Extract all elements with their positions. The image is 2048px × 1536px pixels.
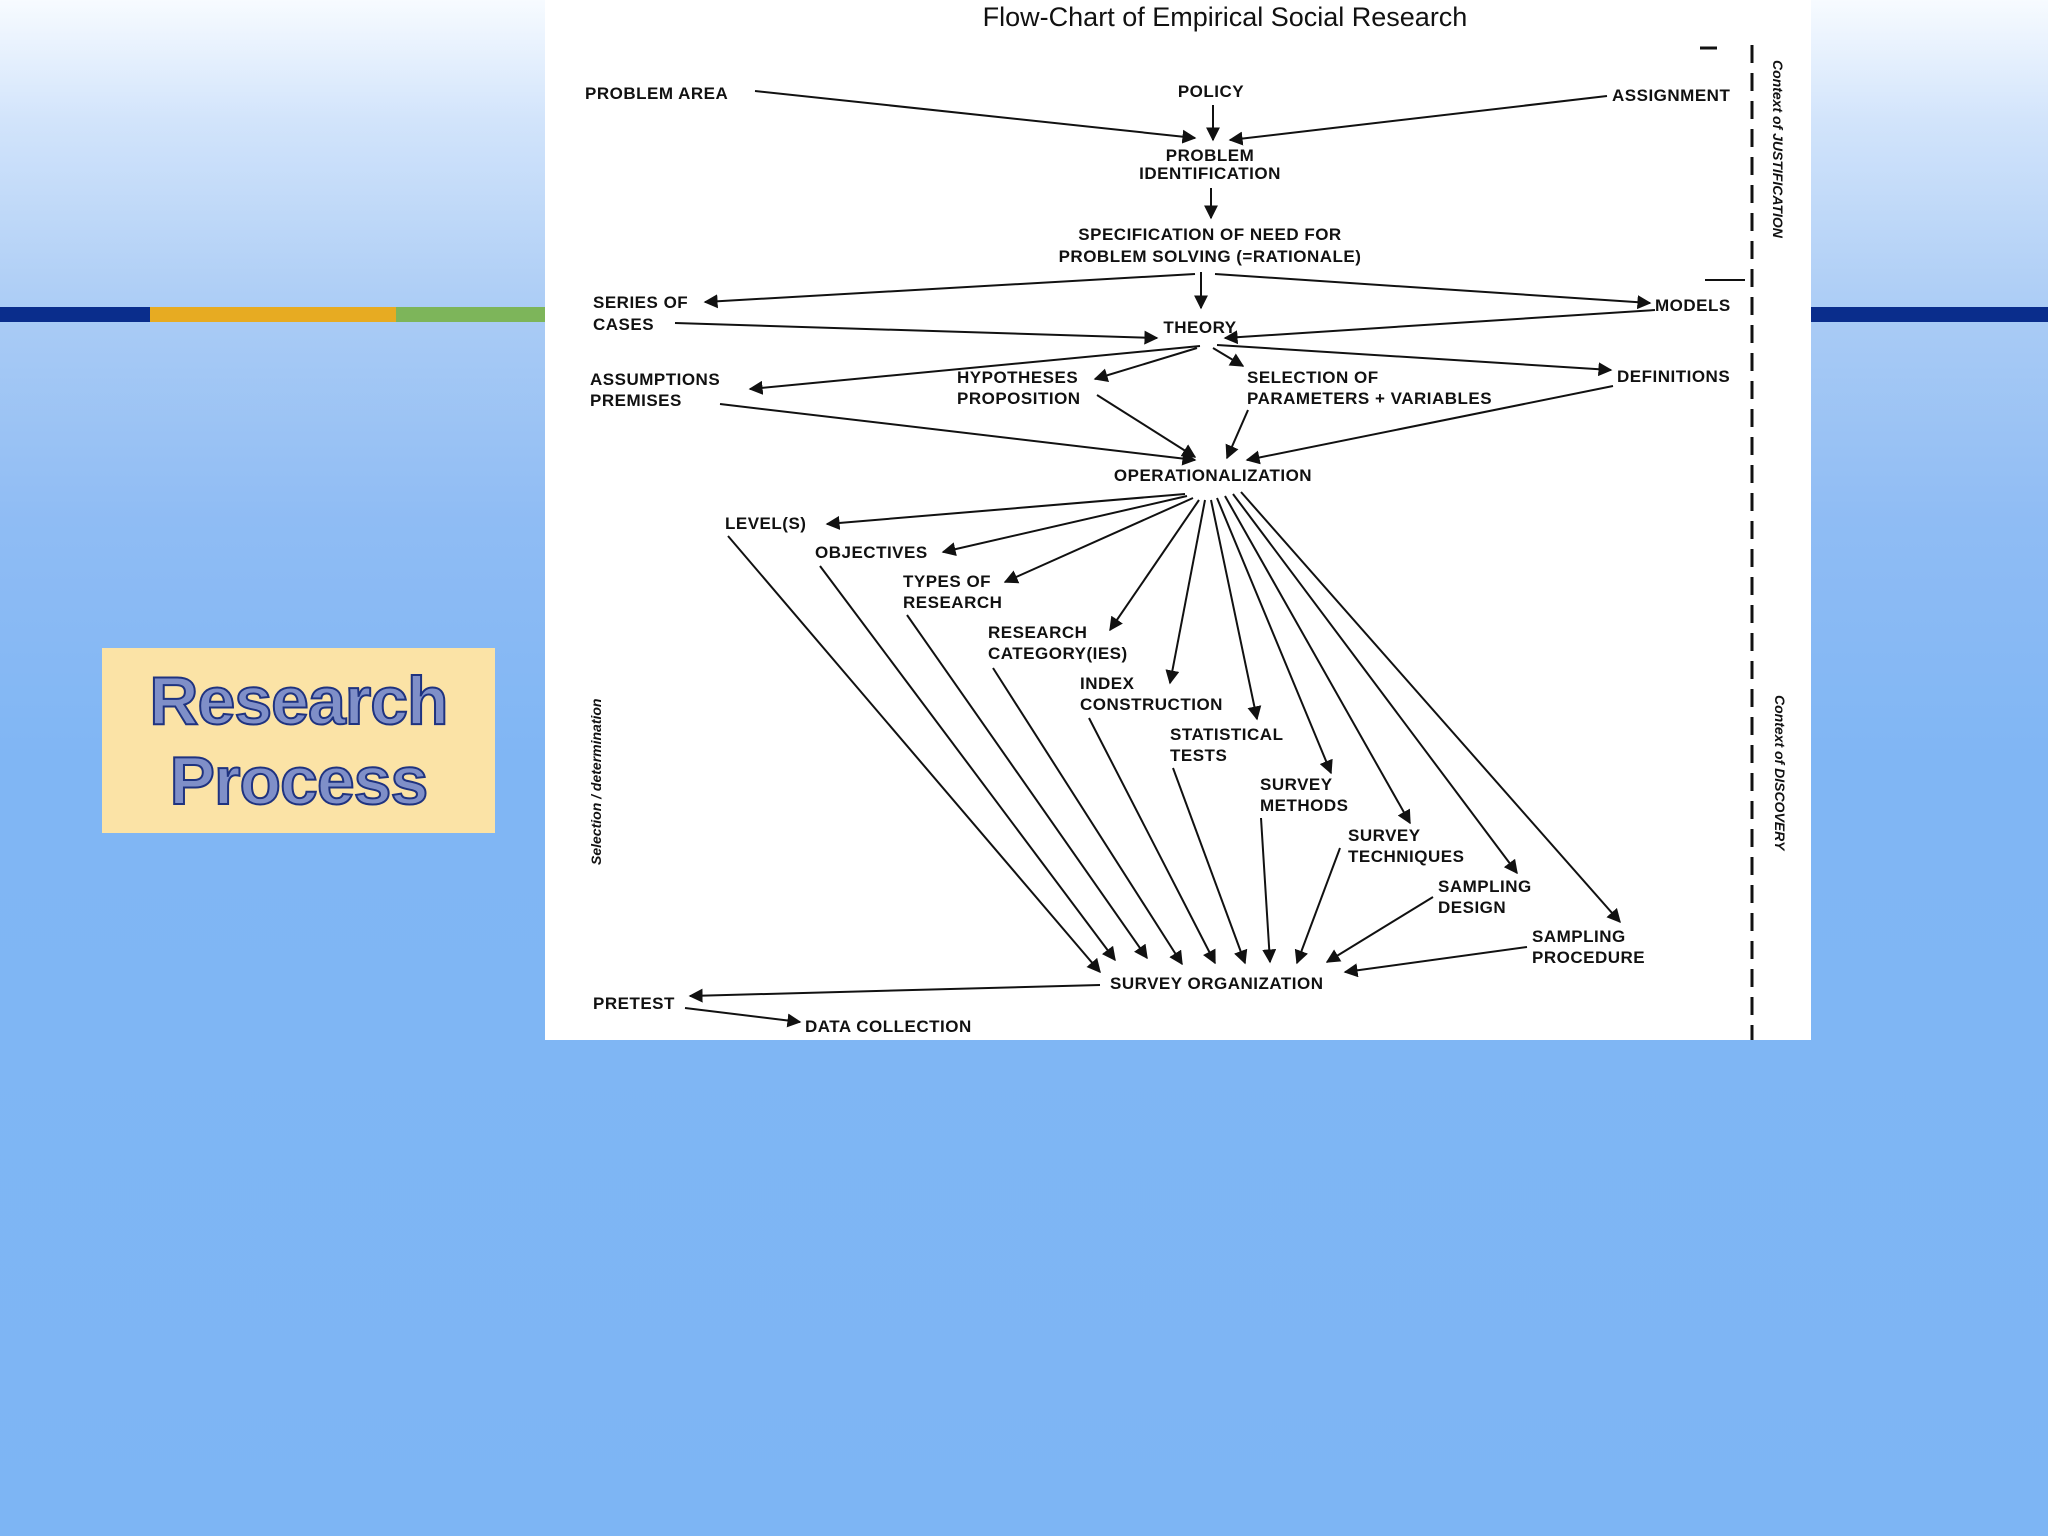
arrow-problem-area-to-identification [754,90,1197,144]
arrow-survey-to-pretest [688,984,1101,1003]
flowchart-scan-image: Flow-Chart of Empirical Social Research … [545,0,1811,1040]
node-definitions: DEFINITIONS [1617,367,1730,386]
node-levels: LEVEL(S) [725,514,806,533]
node-survey-techniques-line-1: SURVEY [1348,826,1421,845]
arrow-hypotheses-to-operationalization [1096,394,1197,458]
arrow-operationalization-to-types [1003,497,1194,584]
flowchart-diagram: Flow-Chart of Empirical Social Research … [585,2,1788,1040]
arrow-selection-to-operationalization [1225,409,1249,460]
arrow-design-to-survey [1325,896,1434,963]
node-problem-area: PROBLEM AREA [585,84,728,103]
side-label-justification: Context of JUSTIFICATION [1770,60,1786,239]
arrow-operationalization-to-index [1165,499,1206,685]
node-types-of-research-line-2: RESEARCH [903,593,1002,612]
flowchart-title: Flow-Chart of Empirical Social Research [983,2,1468,32]
arrow-objectives-to-survey [819,565,1116,962]
node-research-category-line-1: RESEARCH [988,623,1087,642]
arrow-operationalization-to-statistical [1210,499,1262,721]
arrow-assumptions-to-operationalization [719,403,1197,466]
arrow-operationalization-to-objectives [941,495,1188,557]
side-label-discovery: Context of DISCOVERY [1772,695,1788,852]
node-survey-organization: SURVEY ORGANIZATION [1110,974,1324,993]
arrow-types-to-survey [906,614,1148,960]
arrow-theory-to-assumptions [748,345,1201,395]
arrow-levels-to-survey [727,535,1101,974]
arrow-procedure-to-survey [1343,946,1528,978]
arrow-operationalization-to-procedure [1240,491,1621,924]
slide-title-line-1: Research [148,662,449,740]
arrow-specification-to-models [1214,273,1652,310]
arrow-theory-to-selection [1212,347,1245,367]
node-survey-techniques-line-2: TECHNIQUES [1348,847,1464,866]
node-hypotheses-line-2: PROPOSITION [957,389,1081,408]
flowchart-arrows [674,90,1656,1028]
node-series-of-cases-line-1: SERIES OF [593,293,688,312]
node-objectives: OBJECTIVES [815,543,928,562]
node-hypotheses-line-1: HYPOTHESES [957,368,1078,387]
arrow-operationalization-to-category [1109,499,1200,632]
slide-band-green [396,307,545,322]
arrow-assignment-to-identification [1228,95,1608,146]
node-models: MODELS [1655,296,1731,315]
slide-title-line-2: Process [169,742,430,820]
node-selection-line-2: PARAMETERS + VARIABLES [1247,389,1492,408]
arrow-operationalization-to-levels [825,493,1186,530]
side-label-selection: Selection / determination [588,699,604,865]
arrow-pretest-to-data-collection [684,1007,802,1028]
slide-band-left-navy [0,307,150,322]
node-theory: THEORY [1163,318,1236,337]
node-sampling-design-line-2: DESIGN [1438,898,1506,917]
arrow-theory-to-hypotheses [1093,347,1198,383]
arrow-statistical-to-survey [1172,767,1248,965]
arrow-theory-to-definitions [1216,344,1613,377]
node-pretest: PRETEST [593,994,675,1013]
node-statistical-tests-line-2: TESTS [1170,746,1227,765]
node-specification-line-1: SPECIFICATION OF NEED FOR [1078,225,1341,244]
arrow-category-to-survey [992,667,1183,966]
arrow-specification-to-series [703,273,1196,309]
node-assignment: ASSIGNMENT [1612,86,1730,105]
arrow-operationalization-to-methods [1216,497,1333,775]
node-assumptions-line-2: PREMISES [590,391,682,410]
node-operationalization: OPERATIONALIZATION [1114,466,1312,485]
arrow-operationalization-to-techniques [1224,495,1411,825]
arrow-models-to-theory [1223,309,1656,345]
arrow-index-to-survey [1088,717,1216,965]
node-policy: POLICY [1178,82,1244,101]
arrow-operationalization-to-design [1232,493,1518,875]
node-survey-methods-line-1: SURVEY [1260,775,1333,794]
node-sampling-design-line-1: SAMPLING [1438,877,1532,896]
arrow-definitions-to-operationalization [1245,385,1614,465]
arrow-series-to-theory [674,322,1159,345]
arrow-methods-to-survey [1260,817,1277,964]
node-selection-line-1: SELECTION OF [1247,368,1379,387]
node-assumptions-line-1: ASSUMPTIONS [590,370,720,389]
node-sampling-procedure-line-2: PROCEDURE [1532,948,1645,967]
node-index-construction-line-2: CONSTRUCTION [1080,695,1223,714]
node-series-of-cases-line-2: CASES [593,315,654,334]
node-research-category-line-2: CATEGORY(IES) [988,644,1128,663]
node-data-collection: DATA COLLECTION [805,1017,972,1036]
node-types-of-research-line-1: TYPES OF [903,572,991,591]
node-specification-line-2: PROBLEM SOLVING (=RATIONALE) [1059,247,1362,266]
node-problem-identification-line-2: IDENTIFICATION [1139,164,1281,183]
node-index-construction-line-1: INDEX [1080,674,1135,693]
node-statistical-tests-line-1: STATISTICAL [1170,725,1283,744]
arrow-techniques-to-survey [1294,847,1341,965]
node-sampling-procedure-line-1: SAMPLING [1532,927,1626,946]
slide-band-right-navy [1811,307,2048,322]
node-survey-methods-line-2: METHODS [1260,796,1349,815]
node-problem-identification-line-1: PROBLEM [1166,146,1255,165]
slide-title-box: Research Process [102,648,495,833]
slide-band-orange [150,307,396,322]
